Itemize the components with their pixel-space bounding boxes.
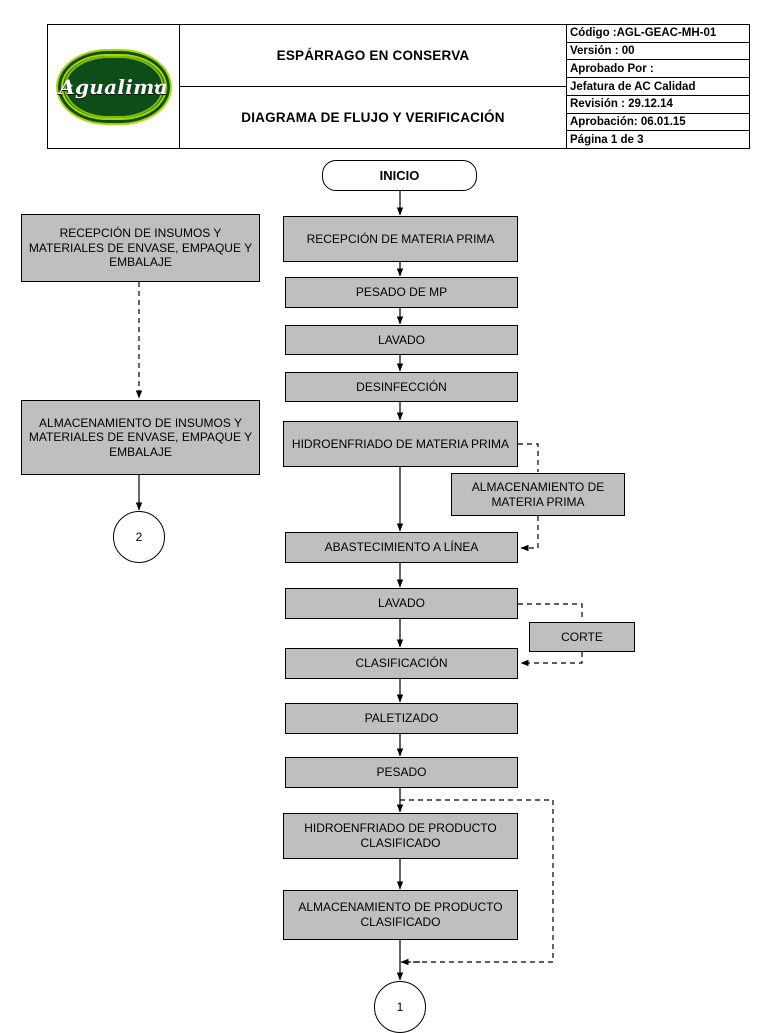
flow-connector-2: 2	[113, 511, 165, 563]
flow-node-almacenamiento-producto-clasificado: ALMACENAMIENTO DE PRODUCTO CLASIFICADO	[283, 890, 518, 940]
flow-node-almacenamiento-materia-prima: ALMACENAMIENTO DE MATERIA PRIMA	[451, 473, 625, 516]
document-header: ✦ Agualima ✦ ESPÁRRAGO EN CONSERVA DIAGR…	[47, 24, 750, 149]
header-title-document: DIAGRAMA DE FLUJO Y VERIFICACIÓN	[241, 110, 505, 125]
logo-star-right-icon: ✦	[152, 80, 161, 91]
flow-node-inicio: INICIO	[322, 160, 477, 191]
header-title-cell: ESPÁRRAGO EN CONSERVA DIAGRAMA DE FLUJO …	[180, 25, 567, 148]
flow-node-abastecimiento-a-linea: ABASTECIMIENTO A LÍNEA	[285, 532, 518, 563]
meta-version: Versión : 00	[567, 43, 749, 61]
flow-node-pesado-de-mp: PESADO DE MP	[285, 277, 518, 308]
flow-node-lavado-1: LAVADO	[285, 325, 518, 355]
flow-node-hidroenfriado-materia-prima: HIDROENFRIADO DE MATERIA PRIMA	[283, 421, 518, 467]
header-title-product: ESPÁRRAGO EN CONSERVA	[180, 25, 566, 87]
logo-text: Agualima	[59, 74, 168, 99]
flow-node-recepcion-materia-prima: RECEPCIÓN DE MATERIA PRIMA	[283, 216, 518, 262]
meta-aprobacion: Aprobación: 06.01.15	[567, 114, 749, 132]
meta-pagina: Página 1 de 3	[570, 133, 644, 146]
header-meta-cell: Código :AGL-GEAC-MH-01 Versión : 00 Apro…	[567, 25, 749, 148]
flow-node-recepcion-insumos: RECEPCIÓN DE INSUMOS Y MATERIALES DE ENV…	[21, 214, 260, 282]
meta-revision: Revisión : 29.12.14	[567, 96, 749, 114]
flow-node-pesado: PESADO	[285, 757, 518, 788]
flow-node-clasificacion: CLASIFICACIÓN	[285, 648, 518, 679]
meta-codigo: Código :AGL-GEAC-MH-01	[567, 25, 749, 43]
flow-node-paletizado: PALETIZADO	[285, 703, 518, 734]
flow-node-hidroenfriado-producto-clasificado: HIDROENFRIADO DE PRODUCTO CLASIFICADO	[283, 813, 518, 859]
meta-aprobado-por: Aprobado Por :	[567, 60, 749, 79]
flow-node-desinfeccion: DESINFECCIÓN	[285, 372, 518, 402]
flow-connector-1: 1	[374, 981, 426, 1033]
flow-node-almacenamiento-insumos: ALMACENAMIENTO DE INSUMOS Y MATERIALES D…	[21, 400, 260, 475]
meta-jefatura: Jefatura de AC Calidad	[567, 78, 749, 96]
header-logo-cell: ✦ Agualima ✦	[48, 25, 180, 148]
flow-node-lavado-2: LAVADO	[285, 588, 518, 619]
agualima-logo: ✦ Agualima ✦	[55, 48, 172, 125]
logo-star-left-icon: ✦	[66, 80, 75, 91]
flow-node-corte: CORTE	[529, 622, 635, 652]
